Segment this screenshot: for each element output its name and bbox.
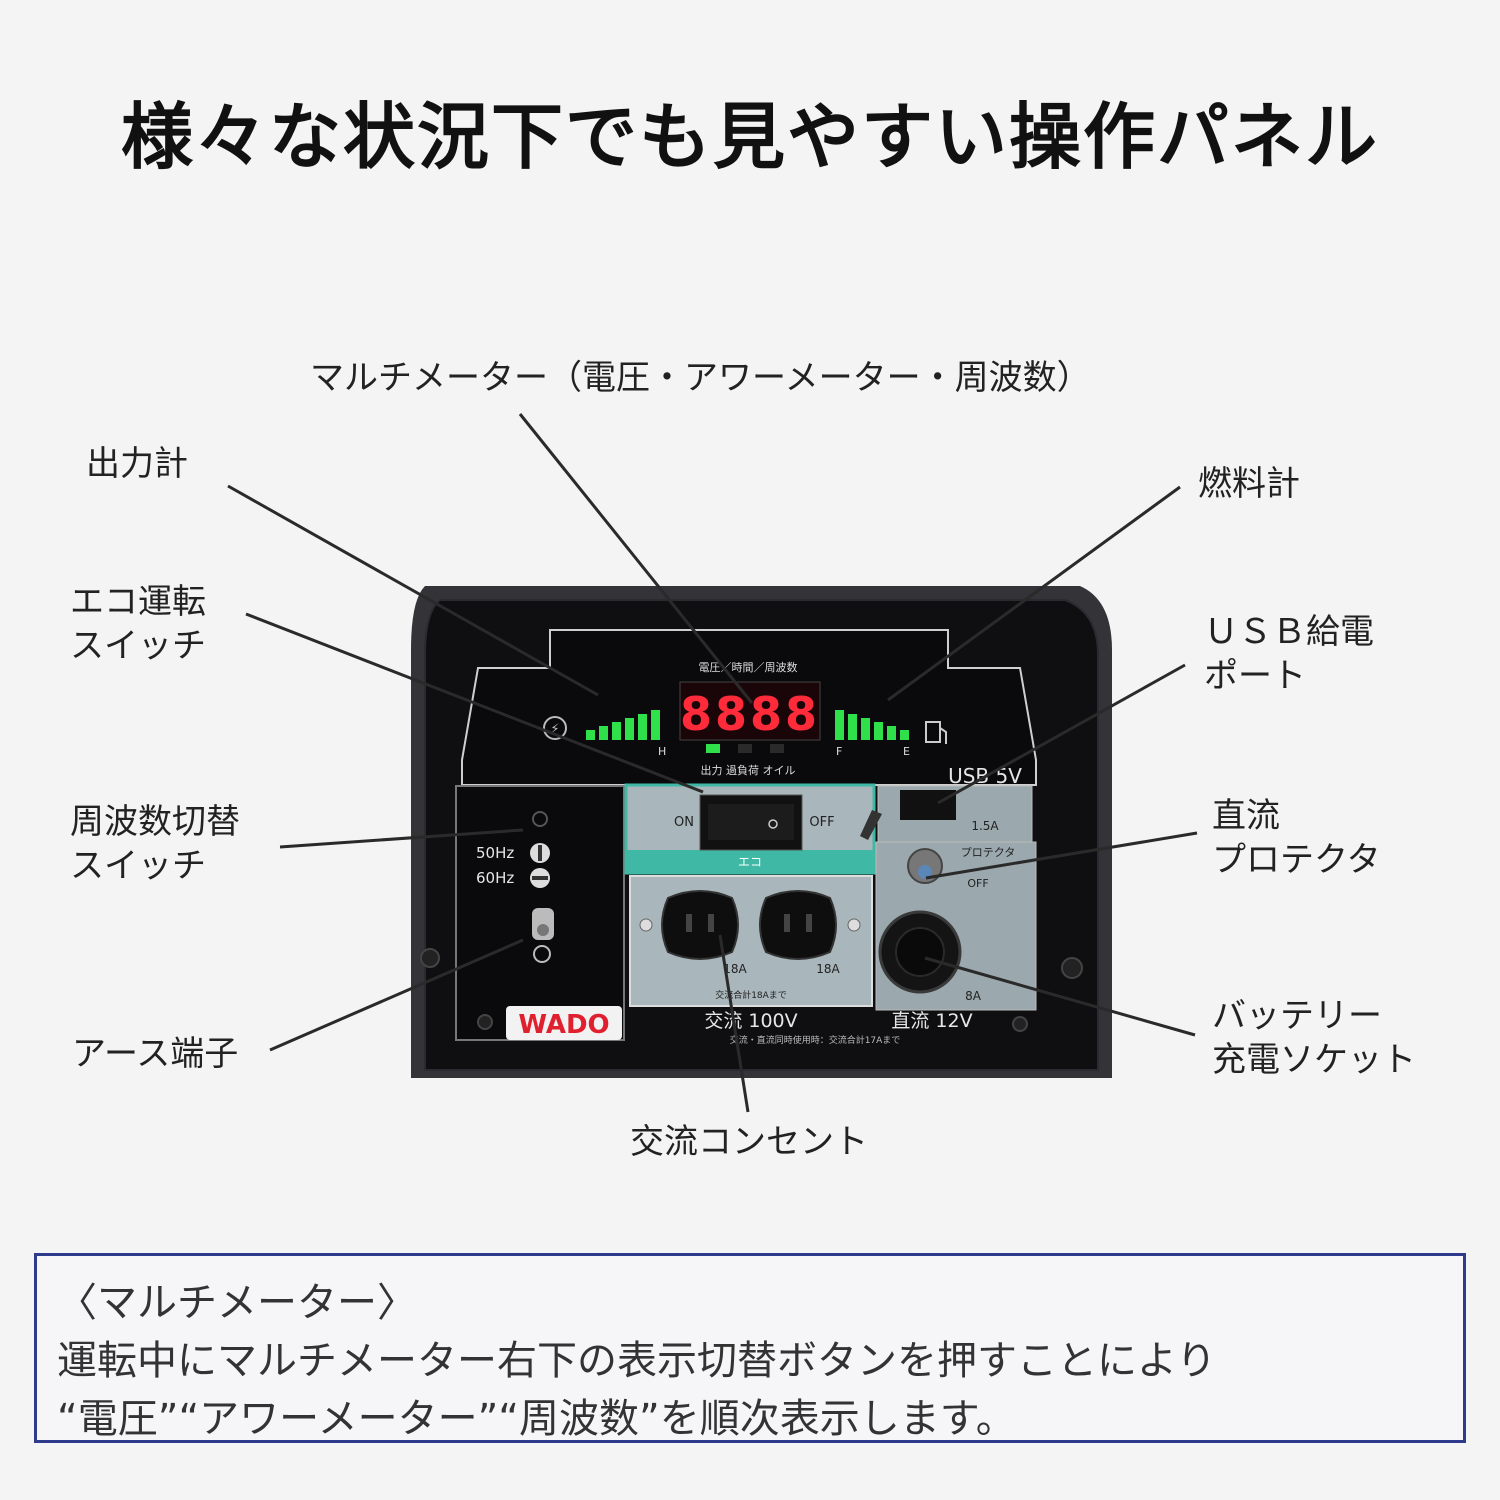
fuel-e-label: E bbox=[903, 745, 910, 758]
protector-off-label: OFF bbox=[967, 877, 988, 890]
overload-lamp bbox=[738, 744, 752, 753]
leader-earth bbox=[269, 938, 524, 1052]
eco-caption: エコ bbox=[738, 855, 762, 869]
eco-on-label: ON bbox=[674, 815, 694, 830]
outlet-note: 交流合計18Aまで bbox=[715, 989, 787, 1001]
leader-freq-switch bbox=[279, 828, 524, 849]
screw-right bbox=[1061, 957, 1083, 979]
svg-text:⚡: ⚡ bbox=[550, 722, 559, 737]
ac-label: 交流 100V bbox=[704, 1010, 797, 1032]
screw-left bbox=[420, 948, 440, 968]
dc-label: 直流 12V bbox=[891, 1010, 972, 1032]
page-title: 様々な状況下でも見やすい操作パネル bbox=[120, 95, 1379, 179]
leader-lines bbox=[227, 413, 1198, 1113]
multimeter-display bbox=[679, 681, 821, 741]
lamp-labels: 出力 過負荷 オイル bbox=[701, 763, 796, 777]
note-line-1: 運転中にマルチメーター右下の表示切替ボタンを押すことにより bbox=[57, 1338, 1217, 1384]
brand-plate bbox=[506, 1006, 622, 1040]
label-dc-protector: 直流 プロテクタ bbox=[1212, 796, 1381, 880]
output-meter-bars bbox=[586, 710, 660, 740]
freq-60-label: 60Hz bbox=[476, 869, 514, 887]
label-ac-outlet: 交流コンセント bbox=[630, 1122, 868, 1162]
leader-output-meter bbox=[227, 484, 599, 697]
multimeter-digits: 8888 bbox=[680, 687, 820, 741]
output-h-label: H bbox=[658, 745, 666, 758]
usb-amp: 1.5A bbox=[971, 819, 999, 833]
leader-fuel-meter bbox=[887, 485, 1181, 702]
note-line-2: “電圧”“アワーメーター”“周波数”を順次表示します。 bbox=[57, 1396, 1016, 1442]
freq-50-label: 50Hz bbox=[476, 844, 514, 862]
eco-off-label: OFF bbox=[809, 815, 834, 830]
label-usb-port: ＵＳＢ給電 ポート bbox=[1204, 612, 1374, 696]
leader-usb bbox=[937, 663, 1186, 805]
dc-amp: 8A bbox=[965, 989, 982, 1003]
multimeter-note-box: 〈マルチメーター〉 運転中にマルチメーター右下の表示切替ボタンを押すことにより … bbox=[34, 1253, 1466, 1443]
leader-battery bbox=[924, 956, 1196, 1037]
lightning-icon bbox=[543, 716, 567, 740]
fuel-pump-icon bbox=[925, 721, 947, 744]
bottom-note: 交流・直流同時使用時：交流合計17Aまで bbox=[730, 1034, 901, 1046]
protector-label: プロテクタ bbox=[961, 846, 1016, 859]
leader-ac-outlet bbox=[718, 934, 750, 1113]
ac-outlet-1[interactable] bbox=[661, 890, 739, 960]
ac-outlet-2[interactable] bbox=[759, 890, 837, 960]
label-freq-switch: 周波数切替 スイッチ bbox=[70, 802, 240, 886]
label-eco-switch: エコ運転 スイッチ bbox=[70, 582, 206, 666]
brand-logo: WADO bbox=[518, 1010, 609, 1040]
usb-cover bbox=[860, 810, 882, 840]
output-lamp bbox=[706, 744, 720, 753]
outlet-1-amp: 18A bbox=[723, 962, 747, 976]
fuel-meter-bars bbox=[835, 710, 909, 740]
label-fuel-meter: 燃料計 bbox=[1198, 464, 1300, 504]
leader-protector bbox=[925, 831, 1198, 880]
fuel-f-label: F bbox=[836, 745, 842, 758]
label-output-meter: 出力計 bbox=[86, 444, 188, 484]
display-header: 電圧／時間／周波数 bbox=[699, 661, 798, 674]
leader-eco-switch bbox=[245, 612, 704, 794]
label-battery-socket: バッテリー 充電ソケット bbox=[1212, 996, 1416, 1080]
earth-terminal[interactable] bbox=[532, 908, 554, 963]
label-multimeter: マルチメーター（電圧・アワーメーター・周波数） bbox=[310, 358, 1091, 398]
note-title: 〈マルチメーター〉 bbox=[57, 1280, 417, 1326]
outlet-2-amp: 18A bbox=[816, 962, 840, 976]
oil-lamp bbox=[770, 744, 784, 753]
leader-multimeter bbox=[518, 413, 754, 704]
usb-port[interactable] bbox=[900, 790, 956, 820]
label-earth-terminal: アース端子 bbox=[72, 1034, 239, 1074]
